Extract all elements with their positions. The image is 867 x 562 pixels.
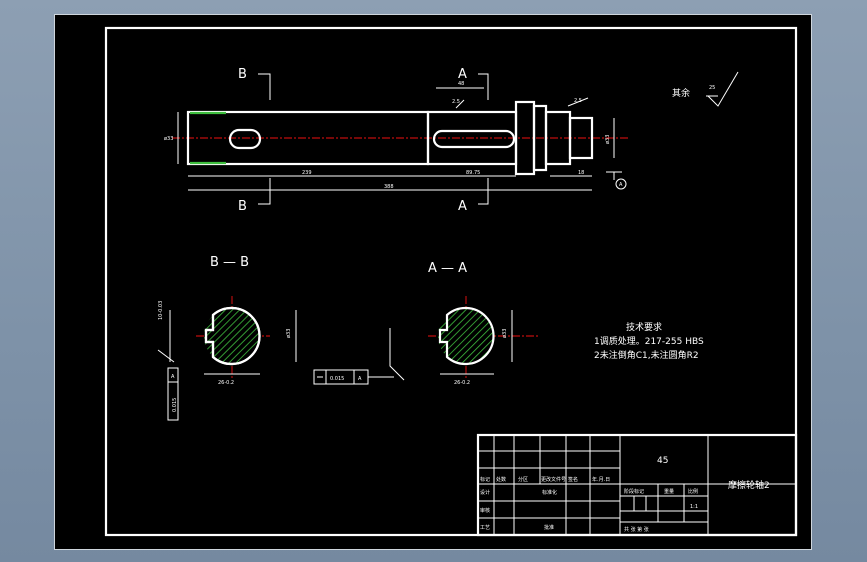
svg-text:审核: 审核	[480, 507, 490, 514]
svg-text:年.月.日: 年.月.日	[592, 476, 610, 483]
svg-text:48: 48	[458, 81, 464, 87]
svg-text:工艺: 工艺	[480, 525, 490, 531]
svg-text:ø33: ø33	[164, 136, 173, 142]
svg-text:ø33: ø33	[286, 329, 292, 338]
svg-text:89.75: 89.75	[466, 170, 480, 176]
section-bb-title: B — B	[210, 255, 249, 270]
drawing-canvas	[54, 14, 812, 550]
svg-text:25: 25	[709, 85, 715, 91]
svg-text:技术要求: 技术要求	[626, 321, 662, 333]
svg-text:标记: 标记	[480, 476, 490, 483]
section-aa-title: A — A	[428, 261, 467, 276]
part-name: 摩擦轮轴2	[728, 479, 770, 491]
shaft-main-view: A ø33 239 388 89.75 18 ø33 48 2.5 2.5 B …	[164, 67, 630, 214]
section-b-label-bottom: B	[238, 199, 247, 214]
technical-requirements: 技术要求 1调质处理。217-255 HBS 2未注倒角C1,未注圆角R2	[594, 321, 704, 361]
datum-a-letter: A	[619, 182, 623, 188]
svg-text:处数: 处数	[496, 476, 506, 483]
svg-text:更改文件号: 更改文件号	[541, 476, 566, 483]
svg-text:2未注倒角C1,未注圆角R2: 2未注倒角C1,未注圆角R2	[594, 349, 699, 361]
svg-text:签名: 签名	[568, 476, 578, 483]
material-value: 45	[657, 456, 668, 466]
tolerance-frame-symmetry: 0.015 A	[313, 369, 394, 385]
section-a-label-top: A	[458, 67, 467, 82]
section-a-label-bottom: A	[458, 199, 467, 214]
svg-text:A: A	[171, 374, 175, 380]
svg-text:0.015: 0.015	[172, 398, 178, 412]
svg-text:标准化: 标准化	[542, 489, 557, 496]
remaining-roughness-label: 其余	[672, 87, 690, 99]
svg-text:批准: 批准	[544, 524, 554, 531]
engineering-drawing: A ø33 239 388 89.75 18 ø33 48 2.5 2.5 B …	[104, 26, 798, 537]
svg-text:2.5: 2.5	[574, 98, 582, 104]
svg-text:1调质处理。217-255 HBS: 1调质处理。217-255 HBS	[594, 335, 704, 347]
section-aa-view: 26-0.2 ø33	[389, 296, 540, 386]
tolerance-frame-side: 0.015 A	[167, 367, 179, 421]
svg-text:ø33: ø33	[502, 329, 508, 338]
svg-text:比例: 比例	[688, 488, 698, 495]
svg-text:重量: 重量	[664, 488, 674, 495]
section-bb-view: 26-0.2 ø33 10-0.03	[157, 296, 297, 386]
svg-text:ø33: ø33	[605, 135, 611, 144]
svg-text:共 张 第 张: 共 张 第 张	[624, 526, 649, 533]
svg-text:设计: 设计	[480, 489, 490, 496]
roughness-symbol: 25	[706, 71, 739, 107]
svg-text:分区: 分区	[518, 476, 528, 483]
svg-text:2.5: 2.5	[452, 99, 460, 105]
section-b-label-top: B	[238, 67, 247, 82]
svg-text:26-0.2: 26-0.2	[218, 380, 234, 386]
svg-text:26-0.2: 26-0.2	[454, 380, 470, 386]
svg-text:A: A	[358, 376, 362, 382]
svg-text:1:1: 1:1	[690, 504, 698, 510]
svg-text:阶段标记: 阶段标记	[624, 488, 644, 495]
svg-text:0.015: 0.015	[330, 376, 344, 382]
title-block: 45 摩擦轮轴2 标记 处数 分区 更改文件号 签名 年.月.日 设计 标准化 …	[476, 433, 798, 537]
svg-text:388: 388	[384, 184, 394, 190]
svg-text:10-0.03: 10-0.03	[158, 301, 164, 320]
drawing-border	[104, 26, 798, 537]
svg-text:18: 18	[578, 170, 584, 176]
svg-text:239: 239	[302, 170, 312, 176]
